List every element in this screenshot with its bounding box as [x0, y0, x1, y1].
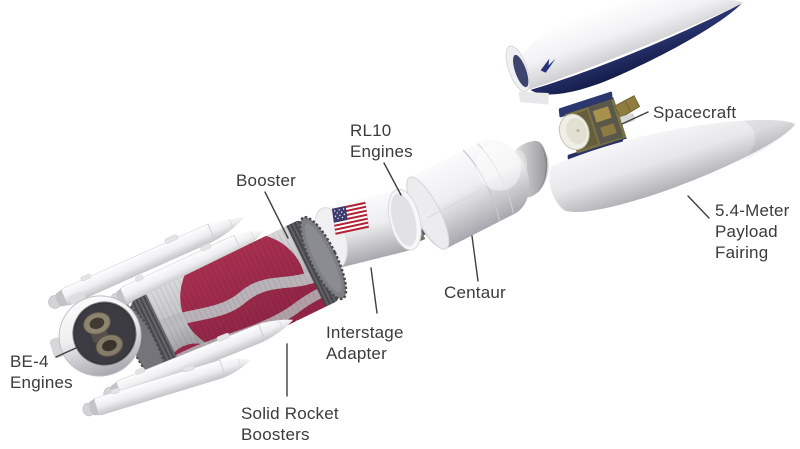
payload-fairing-top-half-graphic: [505, 0, 744, 105]
label-be4-engines: BE-4 Engines: [10, 351, 73, 393]
be4-nozzle-upper: [83, 312, 111, 335]
be4-nozzle-lower: [95, 334, 124, 357]
payload-fairing-bottom-half-graphic: [549, 119, 796, 213]
label-line: Interstage: [326, 323, 404, 342]
label-payload-fairing: 5.4-Meter Payload Fairing: [715, 200, 790, 263]
leader-lines: [55, 111, 710, 397]
label-line: Engines: [350, 142, 413, 161]
label-line: BE-4: [10, 352, 49, 371]
label-line: Fairing: [715, 243, 769, 262]
label-line: Payload: [715, 222, 778, 241]
leader-rl10: [383, 162, 402, 196]
label-line: Spacecraft: [653, 103, 737, 122]
leader-be4: [55, 347, 77, 358]
label-line: Centaur: [444, 283, 506, 302]
leader-booster: [264, 191, 289, 239]
leader-interstage: [370, 267, 378, 314]
label-rl10-engines: RL10 Engines: [350, 120, 413, 162]
label-line: Booster: [236, 171, 296, 190]
label-line: Engines: [10, 373, 73, 392]
leader-centaur: [471, 235, 479, 282]
label-solid-rocket-boosters: Solid Rocket Boosters: [241, 403, 339, 445]
label-line: Boosters: [241, 425, 310, 444]
leader-fairing: [687, 195, 710, 219]
label-interstage-adapter: Interstage Adapter: [326, 322, 404, 364]
be4-engine-section-graphic: [49, 292, 142, 377]
us-flag-decal: [331, 201, 370, 236]
label-line: Solid Rocket: [241, 404, 339, 423]
label-centaur: Centaur: [444, 282, 506, 303]
interstage-adapter-graphic: [314, 188, 422, 269]
fairing-logo: [540, 58, 556, 73]
label-line: RL10: [350, 121, 392, 140]
label-booster: Booster: [236, 170, 296, 191]
label-line: Adapter: [326, 344, 387, 363]
label-line: 5.4-Meter: [715, 201, 790, 220]
label-spacecraft: Spacecraft: [653, 102, 736, 123]
leader-spacecraft: [621, 111, 649, 125]
